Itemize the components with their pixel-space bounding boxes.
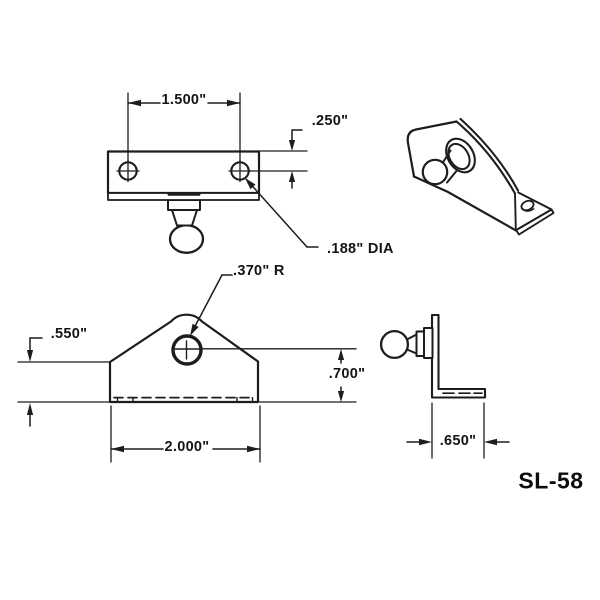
hole-spacing-label: 1.500" — [161, 92, 207, 108]
arrowhead — [288, 171, 296, 182]
top-view — [106, 150, 261, 254]
upright-edge — [514, 193, 517, 229]
plate-edge-inner — [455, 120, 517, 195]
ball-stud-front — [167, 199, 205, 254]
arrowhead — [26, 350, 34, 362]
arrowhead — [128, 99, 141, 107]
stud-neck — [442, 149, 452, 163]
isometric-view — [406, 117, 555, 236]
base-hole-thickness — [521, 207, 535, 212]
arrowhead — [227, 99, 240, 107]
stud-ball — [421, 158, 449, 186]
arrowhead — [337, 391, 345, 402]
arrowhead — [419, 438, 432, 446]
dim-center-height — [200, 348, 357, 403]
base-depth-label: .650" — [439, 433, 477, 449]
dim-shoulder-height — [17, 337, 111, 427]
leader-hole-diameter — [245, 178, 319, 248]
base-width-label: 2.000" — [164, 439, 210, 455]
dim-base-width — [110, 405, 261, 463]
arrowhead — [288, 140, 296, 151]
arrowhead — [337, 349, 345, 360]
arrowhead — [484, 438, 497, 446]
stud-hole — [171, 334, 203, 366]
plate-outline — [406, 120, 458, 178]
leader-tab-radius — [190, 274, 233, 336]
front-view — [108, 313, 260, 404]
dim-hole-offset — [249, 129, 308, 189]
mounting-hole-right — [228, 159, 252, 183]
dim-base-depth — [406, 402, 510, 459]
hole-diameter-label: .188" DIA — [327, 241, 394, 257]
plate-edge-outer — [459, 117, 520, 192]
side-view — [379, 313, 487, 399]
base-flange-thickness — [515, 208, 555, 236]
stud-neck — [446, 170, 458, 184]
arrowhead — [247, 445, 260, 453]
arrowhead — [190, 323, 199, 336]
arrowhead — [26, 403, 34, 415]
ball-stud-side — [379, 327, 434, 360]
stud-flange-inner — [447, 142, 471, 171]
base-bend-edge — [412, 175, 518, 232]
tab-radius-label: .370" R — [233, 263, 285, 279]
center-height-label: .700" — [328, 366, 366, 382]
dim-hole-spacing — [127, 92, 241, 162]
shoulder-height-label: .550" — [50, 326, 88, 342]
arrowhead — [111, 445, 124, 453]
mounting-hole-left — [116, 159, 140, 183]
l-bracket-profile — [430, 313, 487, 399]
hole-offset-label: .250" — [311, 113, 349, 129]
part-number-label: SL-58 — [518, 467, 584, 494]
